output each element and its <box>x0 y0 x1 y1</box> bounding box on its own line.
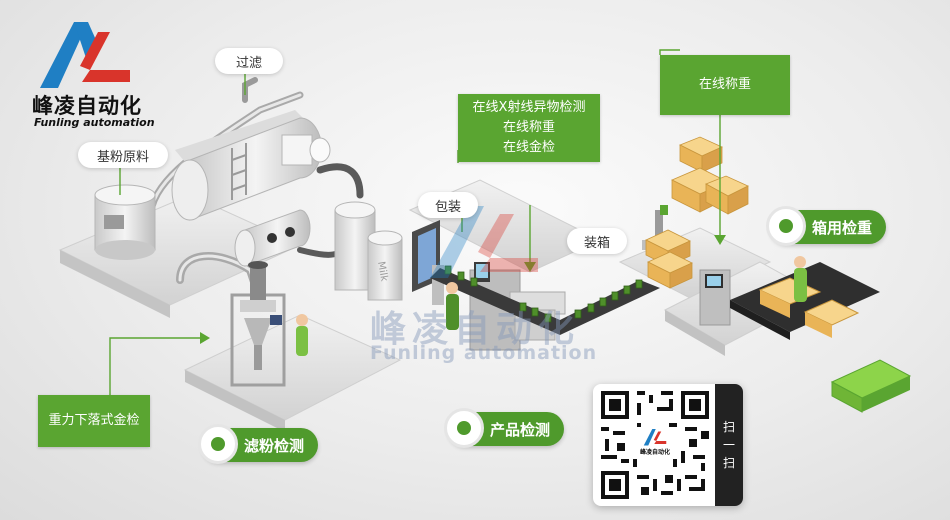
watermark-name-cn: 峰凌自动化 <box>370 309 581 350</box>
label-boxing: 装箱 <box>567 228 627 254</box>
badge-case-check-weighing: 箱用检重 <box>766 206 887 246</box>
qr-scan-char: 扫 <box>722 420 735 434</box>
case-weighing-box: 在线称重 <box>660 55 790 115</box>
badge-dot-icon <box>444 408 484 448</box>
can-conveyor <box>430 265 660 335</box>
product-checks-box: 在线X射线异物检测 在线称重 在线金检 <box>458 94 600 162</box>
logo-mark-icon <box>40 22 130 88</box>
sieve-drum <box>234 209 311 267</box>
label-packaging: 包装 <box>418 192 478 218</box>
qr-center-logo-text: 峰凌自动化 <box>639 449 670 456</box>
product-check-weighing: 在线称重 <box>502 120 555 135</box>
gravity-detector-box: 重力下落式金检 <box>38 395 150 447</box>
qr-center-logo-icon <box>643 429 667 446</box>
carton-stack <box>645 136 749 289</box>
label-filter: 过滤 <box>215 48 283 74</box>
qr-scan-char: 扫 <box>722 456 735 470</box>
qr-scan-char: 一 <box>722 438 735 452</box>
badge-case-check-weighing-label: 箱用检重 <box>812 218 873 237</box>
badge-product-inspection: 产品检测 <box>444 408 565 448</box>
reject-crate <box>830 359 912 413</box>
badge-powder-inspection: 滤粉检测 <box>198 424 319 464</box>
label-base-material: 基粉原料 <box>78 142 168 168</box>
badge-dot-icon <box>766 206 806 246</box>
powder-silo <box>94 184 156 260</box>
qr-scan-label: 扫 一 扫 <box>715 384 743 506</box>
badge-dot-icon <box>198 424 238 464</box>
company-logo: 峰凌自动化 Funling automation <box>30 18 160 129</box>
product-check-xray: 在线X射线异物检测 <box>472 100 586 115</box>
milk-tanks <box>334 201 403 301</box>
horizontal-storage-tank <box>171 110 331 221</box>
watermark-logo-icon <box>430 206 538 278</box>
logo-name-en: Funling automation <box>34 116 155 129</box>
badge-powder-inspection-label: 滤粉检测 <box>244 436 305 455</box>
worker-figure <box>296 256 807 356</box>
logo-name-cn: 峰凌自动化 <box>32 94 142 118</box>
badge-product-inspection-label: 产品检测 <box>490 420 551 439</box>
packaging-machine <box>412 220 444 305</box>
milk-tank-label: Milk <box>375 261 389 283</box>
gravity-metal-detector <box>230 261 286 387</box>
qr-code-card[interactable]: 峰凌自动化 扫 一 扫 <box>593 384 743 506</box>
qr-code-icon <box>601 391 709 499</box>
leader-arrowheads <box>200 235 726 344</box>
watermark-name-en: Funling automation <box>370 342 598 364</box>
product-check-metal: 在线金检 <box>502 140 555 155</box>
